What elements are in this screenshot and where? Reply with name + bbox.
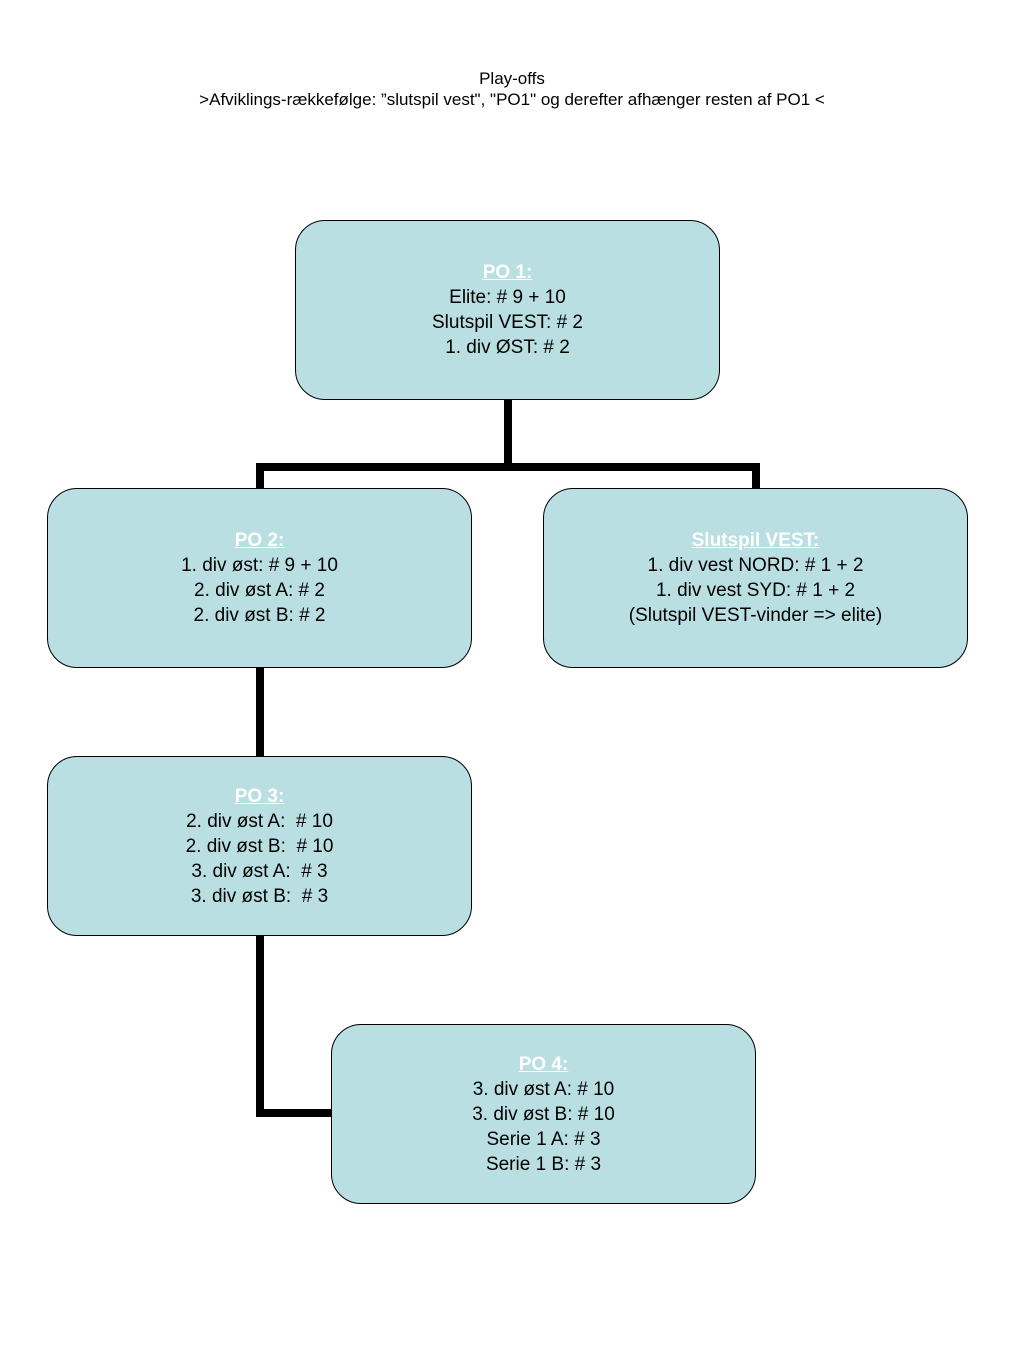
node-po1-title: PO 1: xyxy=(482,262,533,283)
page-header: Play-offs >Afviklings-rækkefølge: ”sluts… xyxy=(0,68,1024,110)
node-po1-line: 1. div ØST: # 2 xyxy=(445,337,570,358)
node-po3-line: 2. div øst B: # 10 xyxy=(185,835,334,857)
node-vest-title: Slutspil VEST: xyxy=(691,530,820,551)
node-po4-line: Serie 1 B: # 3 xyxy=(485,1153,602,1175)
node-po3-title: PO 3: xyxy=(234,785,285,807)
node-po2-line: 1. div øst: # 9 + 10 xyxy=(181,555,338,576)
node-po4: PO 4: 3. div øst A: # 10 3. div øst B: #… xyxy=(331,1024,756,1204)
node-po1-line: Elite: # 9 + 10 xyxy=(449,287,566,308)
page-subtitle: >Afviklings-rækkefølge: ”slutspil vest",… xyxy=(199,90,825,109)
node-po3-line: 3. div øst B: # 3 xyxy=(190,885,329,907)
node-vest-line: 1. div vest SYD: # 1 + 2 xyxy=(655,580,856,601)
node-po1: PO 1: Elite: # 9 + 10 Slutspil VEST: # 2… xyxy=(295,220,720,400)
connector-po3-po4 xyxy=(256,935,331,1117)
node-slutspil-vest: Slutspil VEST: 1. div vest NORD: # 1 + 2… xyxy=(543,488,968,668)
node-po2: PO 2: 1. div øst: # 9 + 10 2. div øst A:… xyxy=(47,488,472,668)
node-po3: PO 3: 2. div øst A: # 10 2. div øst B: #… xyxy=(47,756,472,936)
node-po2-line: 2. div øst B: # 2 xyxy=(193,605,326,626)
node-po3-line: 2. div øst A: # 10 xyxy=(186,810,333,832)
node-po3-line: 3. div øst A: # 3 xyxy=(191,860,328,882)
node-po2-title: PO 2: xyxy=(234,530,285,551)
node-vest-line: 1. div vest NORD: # 1 + 2 xyxy=(647,555,864,576)
node-po1-line: Slutspil VEST: # 2 xyxy=(431,312,584,333)
node-po4-title: PO 4: xyxy=(518,1053,569,1075)
node-po4-line: 3. div øst A: # 10 xyxy=(472,1078,615,1100)
node-po2-line: 2. div øst A: # 2 xyxy=(194,580,325,601)
node-vest-line: (Slutspil VEST-vinder => elite) xyxy=(628,605,883,626)
node-po4-line: Serie 1 A: # 3 xyxy=(486,1128,601,1150)
page-title: Play-offs xyxy=(479,69,545,88)
node-po4-line: 3. div øst B: # 10 xyxy=(472,1103,615,1125)
